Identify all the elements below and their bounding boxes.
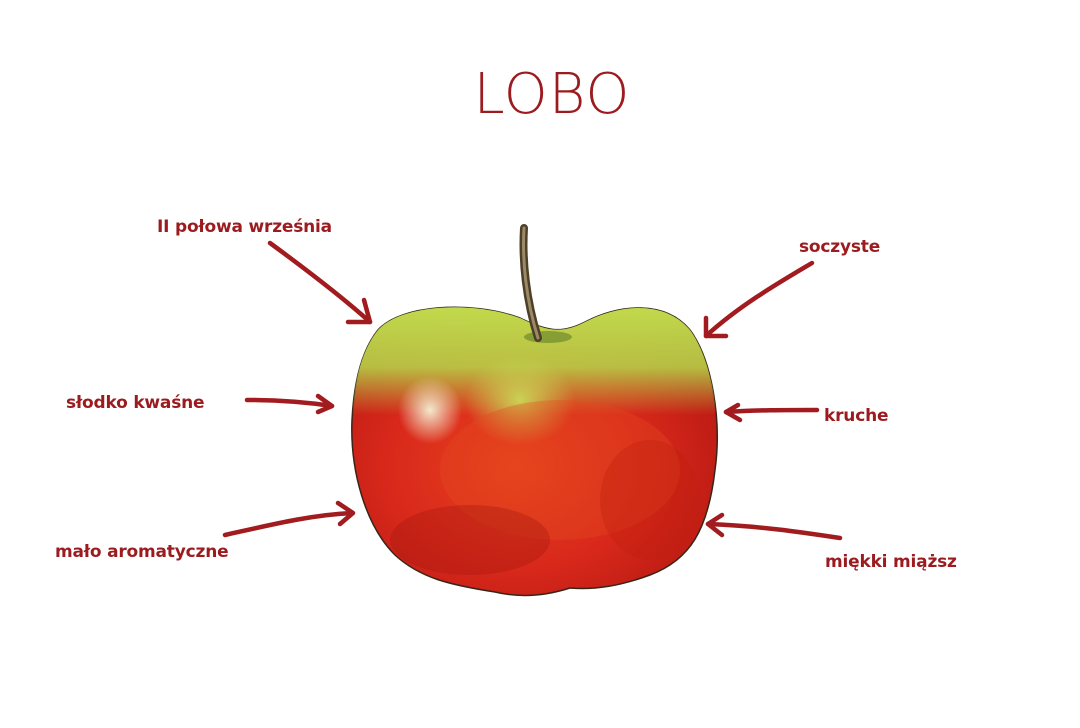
arrow-icon-aroma [222,500,356,538]
apple-icon [351,224,718,597]
annotation-taste: słodko kwaśne [66,393,205,413]
arrow-icon-taste [244,393,335,415]
annotation-juicy: soczyste [799,237,881,257]
arrow-icon-flesh [705,512,843,541]
arrow-icon-crisp [723,402,820,423]
annotation-harvest: II połowa września [157,217,332,237]
arrow-icon-harvest [267,240,373,325]
page-title: LOBO [473,62,631,127]
annotation-flesh: miękki miąższ [825,552,957,572]
arrow-icon-juicy [703,260,815,339]
annotation-crisp: kruche [824,406,889,426]
annotation-aroma: mało aromatyczne [55,542,229,562]
